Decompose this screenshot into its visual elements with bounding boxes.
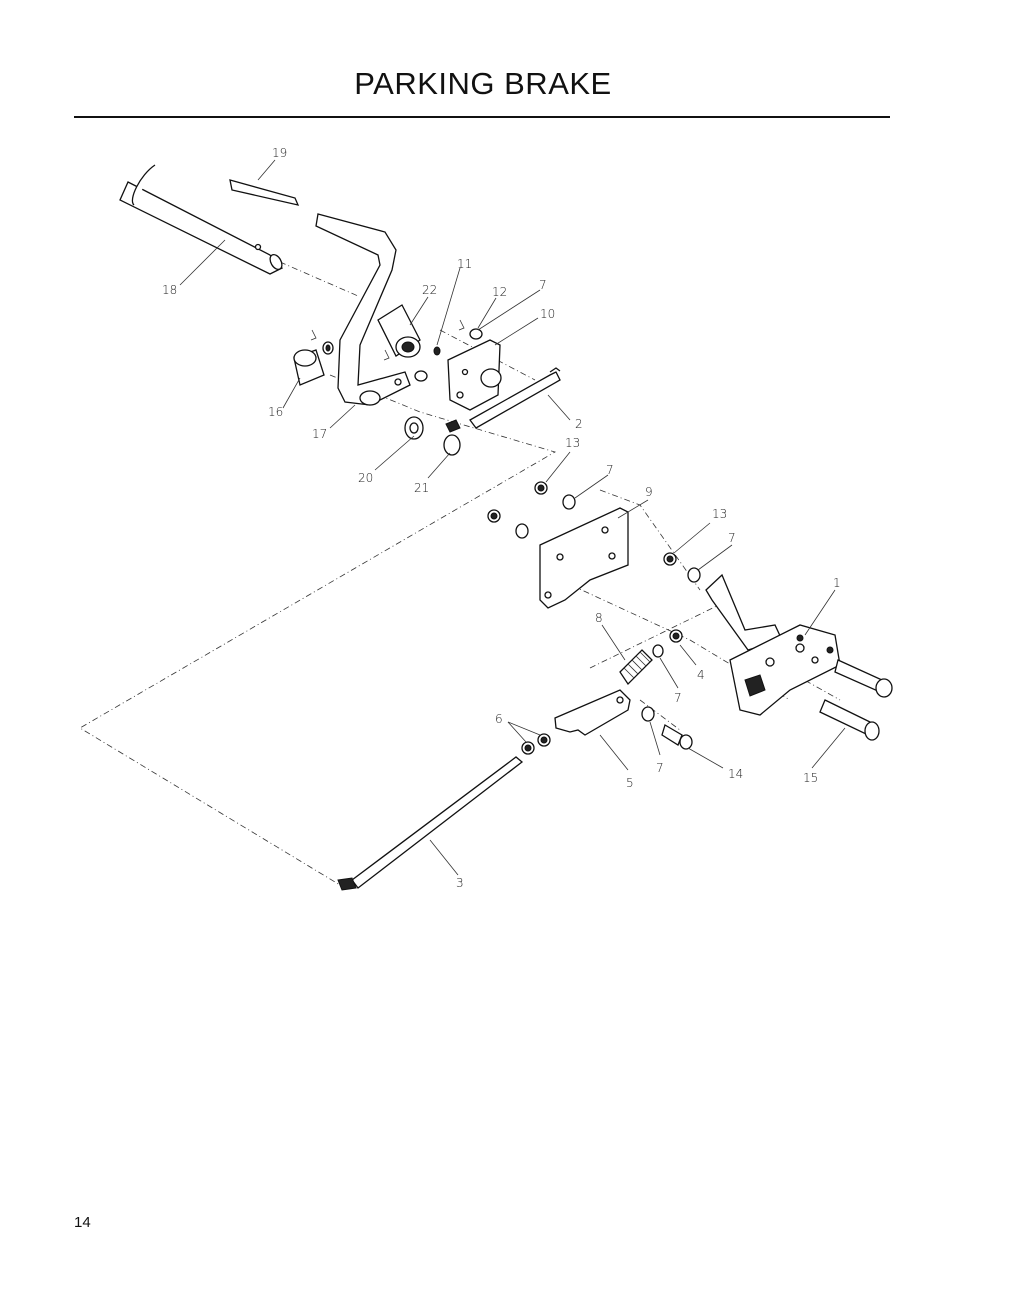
callout-8: 8 — [595, 611, 603, 625]
callout-11: 11 — [457, 257, 472, 271]
callout-5: 5 — [626, 776, 634, 790]
part-20-washer — [404, 416, 424, 440]
part-22-bushing — [377, 304, 421, 358]
callout-7-right: 7 — [728, 531, 736, 545]
part-16-bushing — [293, 349, 325, 386]
part-19-grip — [229, 179, 300, 206]
callout-7-top: 7 — [539, 278, 547, 292]
callout-1: 1 — [833, 576, 841, 590]
callout-22: 22 — [422, 283, 437, 297]
callout-4: 4 — [697, 668, 705, 682]
page-title: PARKING BRAKE — [354, 66, 612, 101]
nuts-washers-middle — [487, 481, 701, 583]
callout-14: 14 — [728, 767, 743, 781]
part-21-retaining-ring — [443, 434, 461, 456]
small-hardware-upper — [310, 319, 483, 382]
callout-12: 12 — [492, 285, 507, 299]
callout-18: 18 — [162, 283, 177, 297]
part-5-bracket-arm — [554, 689, 631, 736]
part-2-rod — [445, 367, 561, 433]
callout-19: 19 — [272, 146, 287, 160]
page-number: 14 — [74, 1214, 91, 1231]
callout-7-middle: 7 — [606, 463, 614, 477]
part-1-brake-assembly — [705, 573, 841, 716]
part-4-nut — [652, 629, 683, 658]
part-18-handle-tube — [119, 164, 284, 275]
callout-16: 16 — [268, 405, 283, 419]
leader-lines — [179, 159, 846, 876]
callout-7-bottom: 7 — [656, 761, 664, 775]
callout-13-middle: 13 — [565, 436, 580, 450]
callout-labels: 19 18 11 22 12 7 10 16 17 2 20 21 13 7 9… — [162, 146, 841, 890]
part-6-nuts — [521, 733, 551, 755]
callout-7-spring: 7 — [674, 691, 682, 705]
part-9-mounting-plate — [539, 507, 629, 609]
callout-3: 3 — [456, 876, 464, 890]
callout-2: 2 — [575, 417, 583, 431]
part-15-pins — [819, 659, 893, 741]
callout-20: 20 — [358, 471, 373, 485]
callout-6: 6 — [495, 712, 503, 726]
part-10-bracket — [447, 339, 502, 411]
callout-13-right: 13 — [712, 507, 727, 521]
title-divider — [74, 116, 890, 118]
callout-9: 9 — [645, 485, 653, 499]
part-8-spring — [619, 649, 653, 686]
callout-10: 10 — [540, 307, 555, 321]
part-3-long-rod — [337, 756, 524, 891]
callout-21: 21 — [414, 481, 429, 495]
callout-17: 17 — [312, 427, 327, 441]
part-14-bolt — [641, 706, 693, 750]
callout-15: 15 — [803, 771, 818, 785]
part-17-brake-lever — [315, 213, 411, 406]
